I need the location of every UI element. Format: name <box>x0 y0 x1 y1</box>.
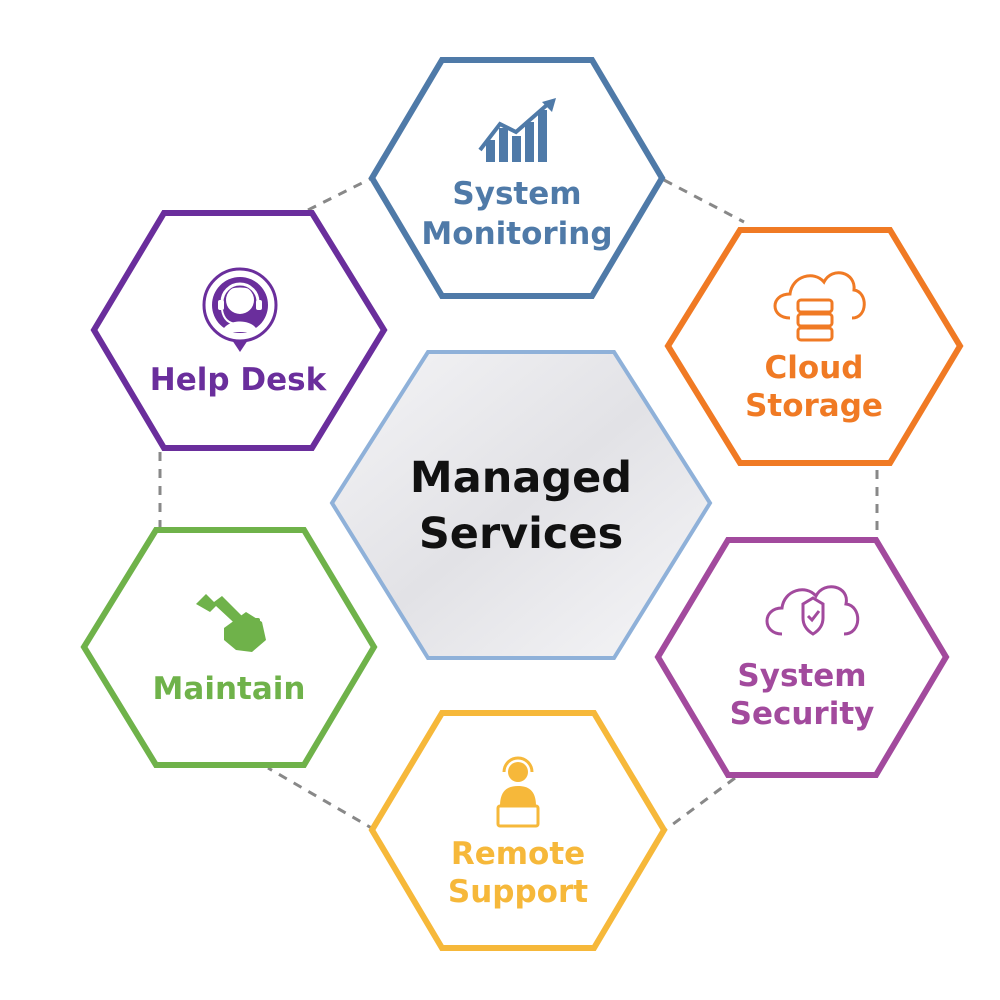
center-title-line1: Managed <box>410 453 632 503</box>
connector-help-monitoring <box>307 176 373 212</box>
hex-remote-support: Remote Support <box>368 710 668 951</box>
connector-security-remote <box>664 776 736 832</box>
support-agent-icon <box>496 756 540 828</box>
remote-support-hexagon <box>368 710 668 951</box>
system-monitoring-hexagon <box>368 57 666 299</box>
growth-chart-icon <box>478 98 556 162</box>
cloud-shield-icon <box>765 585 860 636</box>
center-hexagon: Managed Services <box>329 350 713 660</box>
hex-help-desk: Help Desk <box>90 210 388 451</box>
connector-monitoring-cloud <box>663 178 745 224</box>
hex-system-monitoring: System Monitoring <box>368 57 666 299</box>
connector-lines <box>158 176 879 832</box>
connector-remote-maintain <box>267 766 376 832</box>
cloud-database-icon <box>773 271 866 342</box>
maintain-label: Maintain <box>153 671 306 707</box>
hex-maintain: Maintain <box>80 527 378 768</box>
remote-support-label-line2: Support <box>448 874 588 910</box>
wrench-hand-icon <box>196 594 266 652</box>
center-hexagon-shape <box>329 350 713 660</box>
center-title-line2: Services <box>419 509 623 559</box>
hex-cloud-storage: Cloud Storage <box>664 227 964 466</box>
system-security-label-line2: Security <box>730 696 875 732</box>
maintain-hexagon <box>80 527 378 768</box>
cloud-storage-label-line1: Cloud <box>765 350 864 386</box>
system-security-hexagon <box>654 537 950 778</box>
cloud-storage-hexagon <box>664 227 964 466</box>
system-monitoring-label-line2: Monitoring <box>421 216 612 252</box>
system-security-label-line1: System <box>737 658 866 694</box>
headset-operator-icon <box>202 267 278 352</box>
hex-system-security: System Security <box>654 537 950 778</box>
help-desk-label: Help Desk <box>150 362 328 398</box>
remote-support-label-line1: Remote <box>451 836 585 872</box>
system-monitoring-label-line1: System <box>452 176 581 212</box>
cloud-storage-label-line2: Storage <box>745 388 883 424</box>
